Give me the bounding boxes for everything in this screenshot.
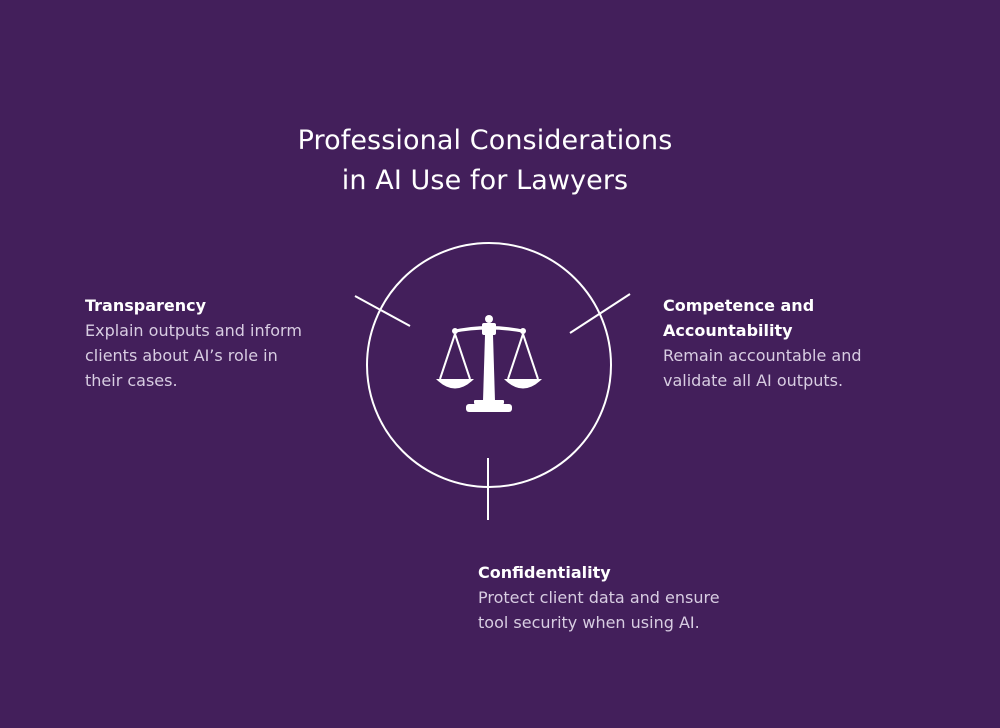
description-line: their cases.	[85, 371, 178, 390]
page-title: Professional Considerations in AI Use fo…	[0, 121, 970, 201]
consideration-heading: Competence and Accountability	[663, 293, 861, 343]
connector-competence	[569, 293, 631, 334]
consideration-confidentiality: Confidentiality Protect client data and …	[478, 560, 720, 635]
heading-line: Competence and	[663, 296, 815, 315]
consideration-transparency: Transparency Explain outputs and inform …	[85, 293, 302, 393]
heading-line: Accountability	[663, 321, 793, 340]
connector-transparency	[354, 295, 411, 327]
consideration-description: Protect client data and ensure tool secu…	[478, 585, 720, 635]
heading-line: Confidentiality	[478, 563, 611, 582]
description-line: clients about AI’s role in	[85, 346, 278, 365]
consideration-heading: Confidentiality	[478, 560, 720, 585]
description-line: tool security when using AI.	[478, 613, 700, 632]
title-line-2: in AI Use for Lawyers	[341, 165, 629, 196]
consideration-competence-accountability: Competence and Accountability Remain acc…	[663, 293, 861, 393]
scales-of-justice-icon	[436, 315, 542, 412]
consideration-heading: Transparency	[85, 293, 302, 318]
description-line: Remain accountable and	[663, 346, 862, 365]
heading-line: Transparency	[85, 296, 207, 315]
consideration-description: Explain outputs and inform clients about…	[85, 318, 302, 393]
title-line-1: Professional Considerations	[297, 125, 673, 156]
description-line: validate all AI outputs.	[663, 371, 844, 390]
description-line: Protect client data and ensure	[478, 588, 720, 607]
consideration-description: Remain accountable and validate all AI o…	[663, 343, 861, 393]
description-line: Explain outputs and inform	[85, 321, 302, 340]
